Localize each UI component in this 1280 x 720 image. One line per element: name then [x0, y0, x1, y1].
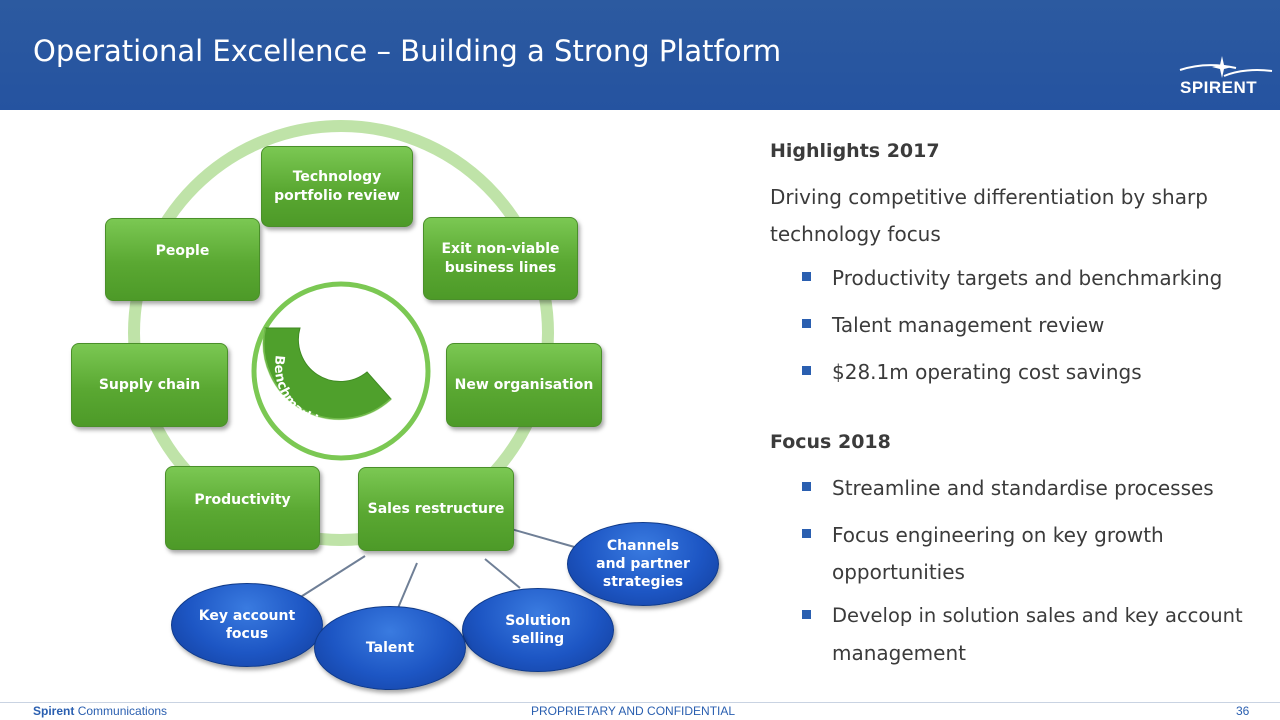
- channels-partner-oval: Channels and partner strategies: [567, 522, 719, 606]
- square-bullet-icon: [802, 529, 811, 538]
- highlights-heading: Highlights 2017: [770, 140, 940, 162]
- footer-company-name: Spirent: [33, 704, 75, 718]
- footer-confidential: PROPRIETARY AND CONFIDENTIAL: [531, 704, 736, 718]
- focus-bullet: Focus engineering on key growth: [832, 523, 1164, 547]
- slide-title: Operational Excellence – Building a Stro…: [33, 34, 782, 68]
- talent-oval: Talent: [314, 606, 466, 690]
- square-bullet-icon: [802, 610, 811, 619]
- connector-line: [397, 562, 418, 609]
- square-bullet-icon: [802, 482, 811, 491]
- connector-line: [484, 558, 521, 589]
- diagram-graphics: Benchmarking: [128, 120, 579, 609]
- focus-bullet-continuation: opportunities: [832, 560, 965, 584]
- highlights-intro-line1: Driving competitive differentiation by s…: [770, 185, 1208, 209]
- exit-non-viable-box: Exit non-viable business lines: [423, 217, 578, 300]
- footer-company-suffix: Communications: [77, 704, 168, 718]
- key-account-focus-oval: Key account focus: [171, 583, 323, 667]
- operational-excellence-diagram: Benchmarking Technology portfolio review…: [0, 110, 760, 690]
- logo-wordmark: SPIRENT: [1180, 78, 1258, 97]
- people-box: People: [105, 218, 260, 301]
- square-bullet-icon: [802, 319, 811, 328]
- outer-ring: [128, 120, 554, 546]
- highlight-bullet: Productivity targets and benchmarking: [832, 266, 1223, 290]
- square-bullet-icon: [802, 366, 811, 375]
- spirent-logo: SPIRENT: [1178, 56, 1274, 100]
- productivity-box: Productivity: [165, 466, 320, 550]
- square-bullet-icon: [802, 272, 811, 281]
- header-bar: Operational Excellence – Building a Stro…: [0, 0, 1280, 110]
- technology-portfolio-review-box: Technology portfolio review: [261, 146, 413, 227]
- highlight-bullet: $28.1m operating cost savings: [832, 360, 1142, 384]
- highlight-bullet: Talent management review: [832, 313, 1105, 337]
- solution-selling-oval: Solution selling: [462, 588, 614, 672]
- focus-heading: Focus 2018: [770, 431, 891, 453]
- focus-bullet: Develop in solution sales and key accoun…: [832, 604, 1243, 627]
- footer-divider: [0, 702, 1280, 703]
- supply-chain-box: Supply chain: [71, 343, 228, 427]
- highlights-intro-line2: technology focus: [770, 222, 941, 246]
- spirent-logo-star-icon: [1179, 56, 1273, 78]
- page-number: 36: [1236, 704, 1250, 718]
- new-organisation-box: New organisation: [446, 343, 602, 427]
- footer-company: Spirent Communications: [33, 704, 167, 718]
- sales-restructure-box: Sales restructure: [358, 467, 514, 551]
- focus-bullet: Streamline and standardise processes: [832, 476, 1214, 500]
- focus-bullet-continuation: management: [832, 641, 966, 665]
